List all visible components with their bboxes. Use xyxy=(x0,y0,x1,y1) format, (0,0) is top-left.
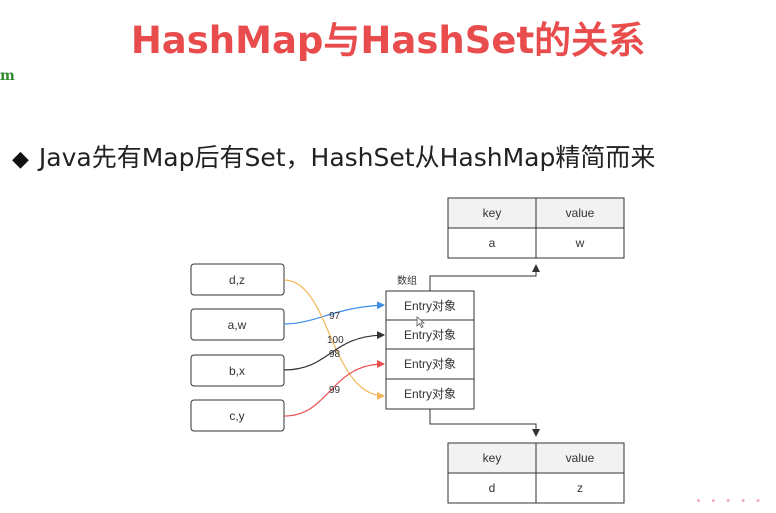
bullet-point: ◆ Java先有Map后有Set，HashSet从HashMap精简而来 xyxy=(12,138,655,174)
arrow-c-y xyxy=(283,360,385,417)
table-cell: w xyxy=(575,236,585,250)
bullet-text: Java先有Map后有Set，HashSet从HashMap精简而来 xyxy=(38,143,656,172)
table-header: value xyxy=(566,206,595,220)
array-cell-3: Entry对象 xyxy=(385,378,475,410)
cursor-icon xyxy=(416,316,426,329)
array-cell-2: Entry对象 xyxy=(385,348,475,380)
key-box-a-w: a,w xyxy=(190,308,285,341)
array-cell-label: Entry对象 xyxy=(404,357,456,371)
array-cell-label: Entry对象 xyxy=(404,387,456,401)
left-edge-text: m xyxy=(0,68,15,84)
key-label: b,x xyxy=(229,364,245,378)
key-label: d,z xyxy=(229,273,245,287)
array-label: 数组 xyxy=(397,274,417,287)
key-box-c-y: c,y xyxy=(190,399,285,432)
bottom-entry-table: key value d z xyxy=(447,442,625,504)
hash-label: 98 xyxy=(329,349,341,360)
arrow-b-x xyxy=(283,331,385,371)
decorative-dots: ••••• xyxy=(695,496,770,507)
top-entry-table: key value a w xyxy=(447,197,625,259)
diamond-icon: ◆ xyxy=(12,147,29,172)
table-header: value xyxy=(566,451,595,465)
hash-label: 97 xyxy=(329,311,341,322)
hash-label: 99 xyxy=(329,385,341,396)
table-cell: d xyxy=(489,481,496,495)
table-header: key xyxy=(483,451,502,465)
array-cell-1: Entry对象 xyxy=(385,319,475,350)
connector-to-bottom-table xyxy=(429,409,540,437)
table-cell: z xyxy=(577,481,583,495)
page-title: HashMap与HashSet的关系 xyxy=(130,19,646,62)
key-box-d-z: d,z xyxy=(190,263,285,296)
hash-label: 100 xyxy=(327,335,344,346)
key-label: a,w xyxy=(228,318,247,332)
arrow-d-z xyxy=(283,279,385,400)
table-cell: a xyxy=(489,236,496,250)
array-cell-label: Entry对象 xyxy=(404,328,456,342)
connector-to-top-table xyxy=(429,264,540,291)
key-label: c,y xyxy=(229,409,244,423)
table-header: key xyxy=(483,206,502,220)
array-cell-label: Entry对象 xyxy=(404,299,456,313)
key-box-b-x: b,x xyxy=(190,354,285,387)
array-cell-0: Entry对象 xyxy=(385,290,475,321)
arrow-a-w xyxy=(283,301,385,325)
